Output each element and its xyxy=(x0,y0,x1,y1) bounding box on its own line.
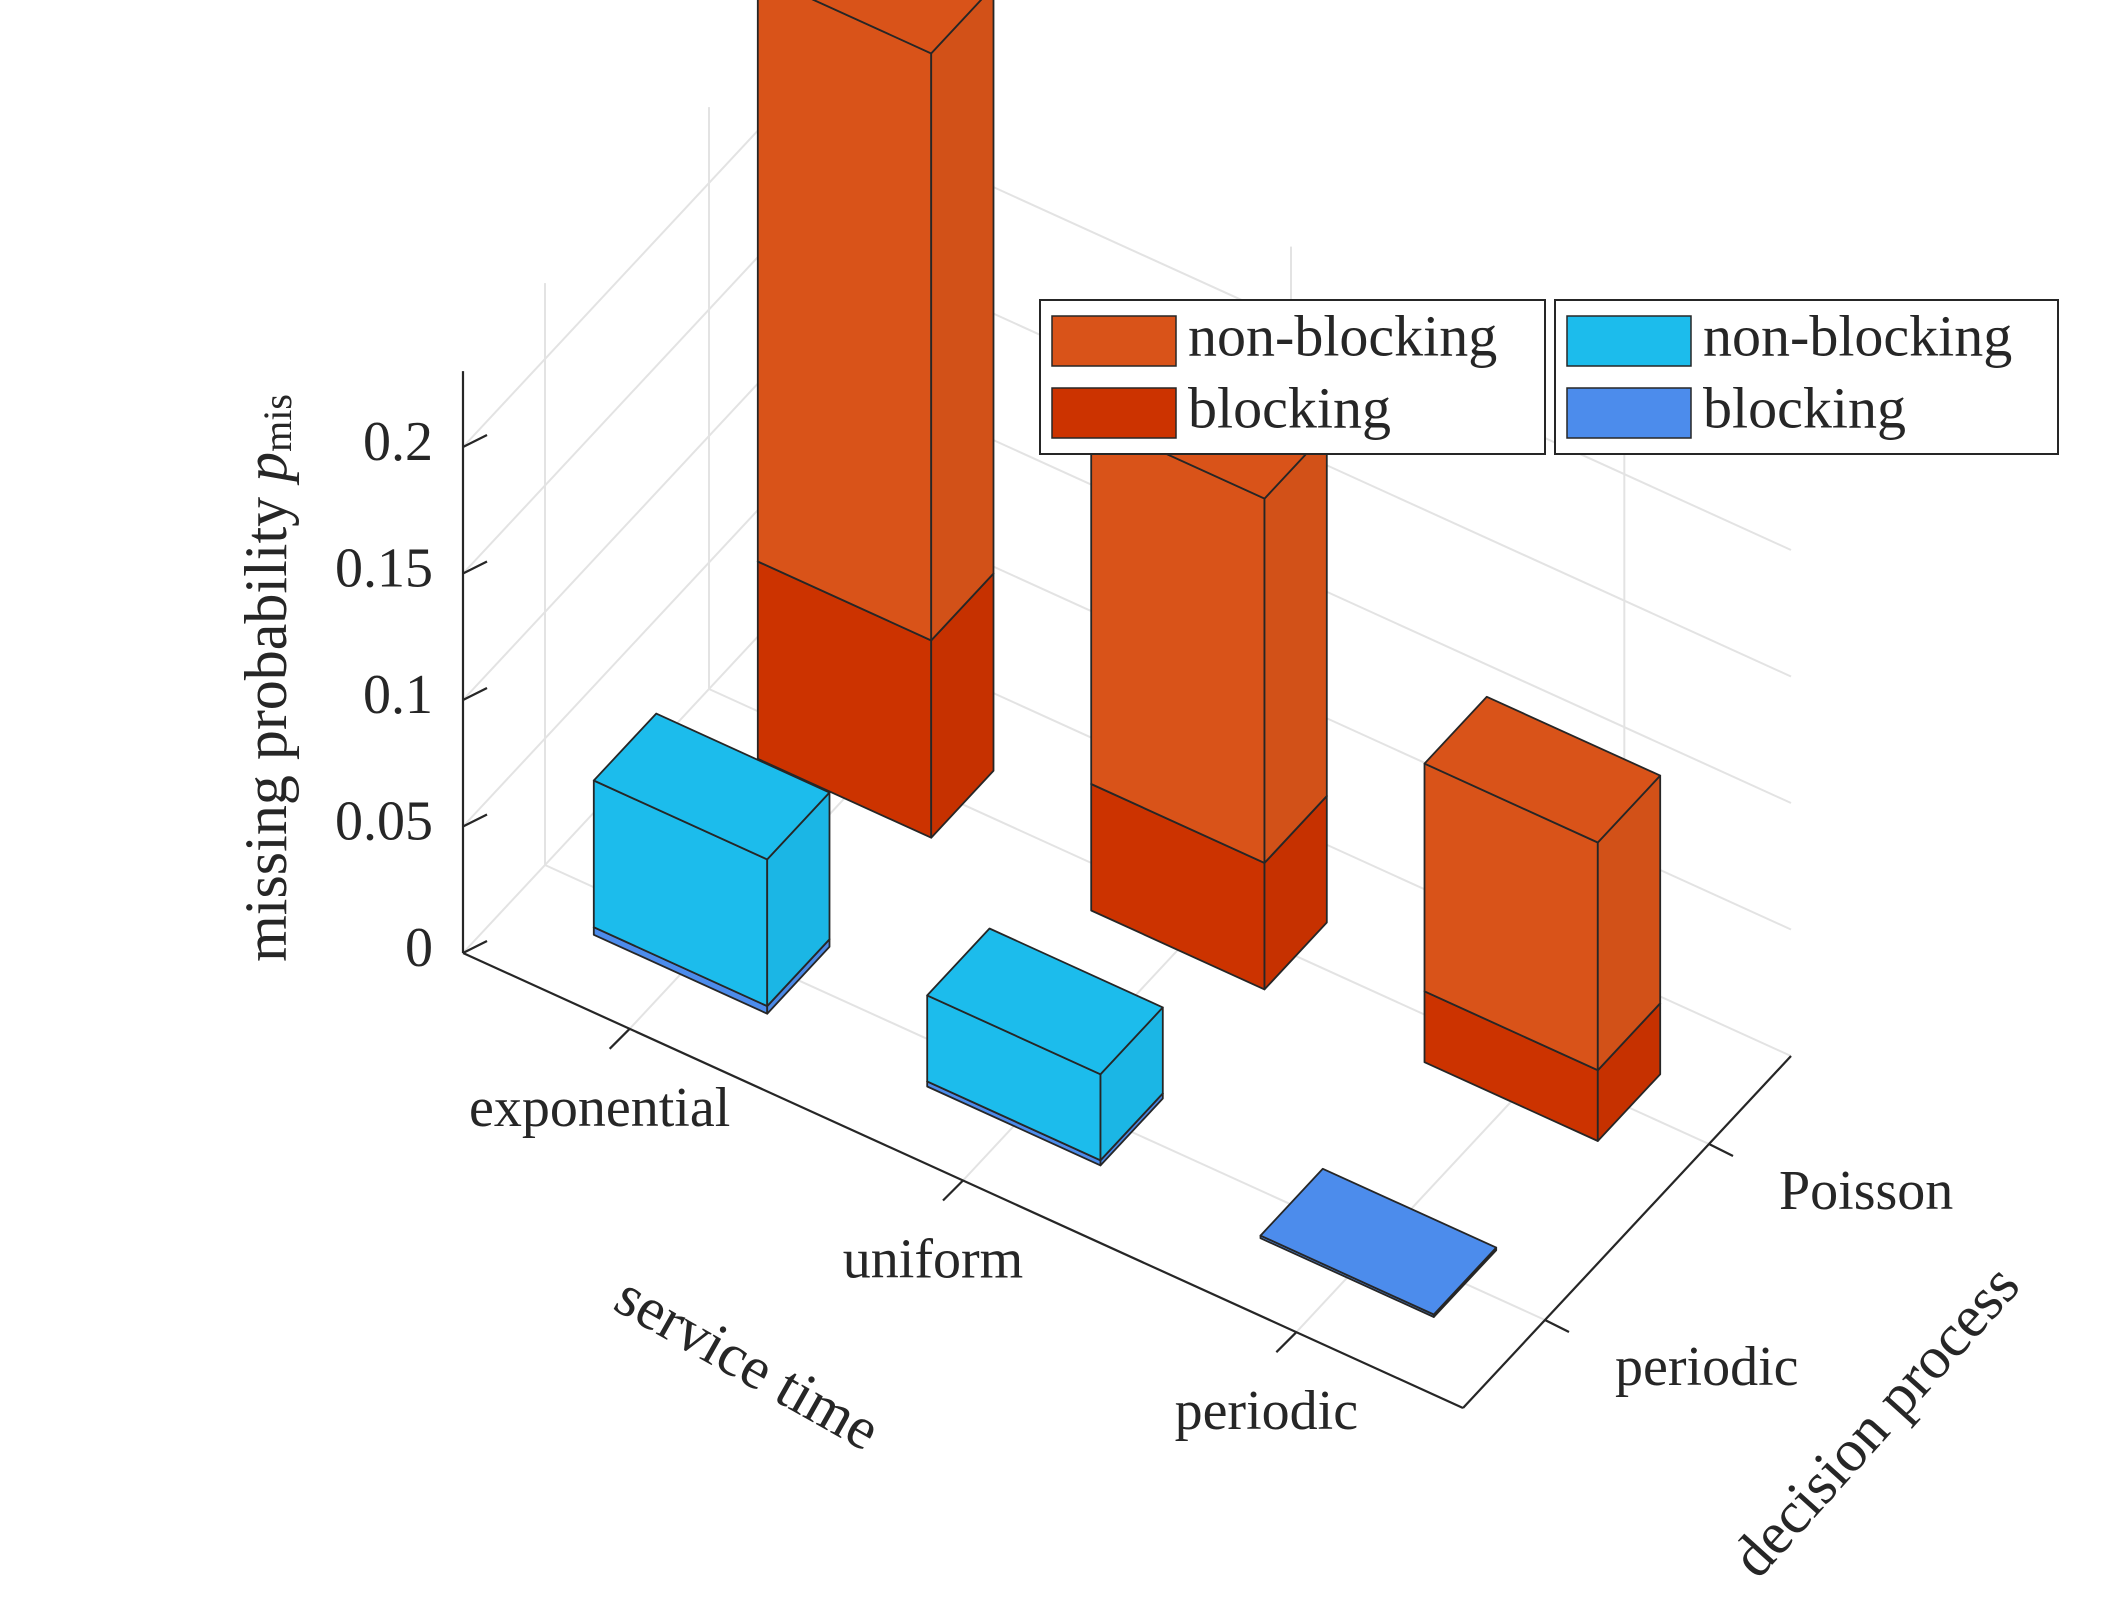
grid-line xyxy=(462,473,792,828)
y-axis-line xyxy=(1462,1055,1792,1409)
legend-swatch xyxy=(1051,315,1177,367)
bar-top-face xyxy=(592,712,831,861)
y-tick-label: Poisson xyxy=(1779,1160,1953,1222)
z-tick-label: 0.15 xyxy=(335,537,433,599)
x-tick-label: periodic xyxy=(1175,1380,1358,1442)
x-tick xyxy=(942,1179,964,1202)
bar-top-face xyxy=(811,0,983,55)
grid-line xyxy=(462,347,792,701)
axes xyxy=(461,371,1792,1410)
bar-segment xyxy=(1259,1167,1498,1318)
legend-swatch xyxy=(1051,387,1177,439)
z-tick xyxy=(462,687,488,701)
x-tick-label: exponential xyxy=(469,1077,730,1139)
z-axis-title-subscript: mis xyxy=(255,394,300,452)
z-tick xyxy=(462,560,488,575)
z-tick xyxy=(462,813,488,828)
bars xyxy=(592,0,1662,1318)
x-axis-title: service time xyxy=(605,1262,891,1463)
x-tick xyxy=(1275,1331,1298,1353)
x-tick xyxy=(608,1028,631,1050)
y-tick xyxy=(1708,1143,1734,1157)
legend-swatch xyxy=(1566,315,1692,367)
bar-segment xyxy=(592,712,831,1007)
bar-side-face xyxy=(1263,430,1328,864)
legend-label: non-blocking xyxy=(1188,303,1497,368)
grid-line xyxy=(462,220,792,575)
z-tick-label: 0.05 xyxy=(335,790,433,852)
bar-top-face xyxy=(1259,1167,1498,1316)
tick-labels: 0 0.05 0.1 0.15 0.2 exponential uniform periodi… xyxy=(335,411,1953,1442)
legend-box: non-blocking blocking xyxy=(1039,299,1546,455)
bar-front-face xyxy=(756,0,933,642)
bar-top-face xyxy=(1423,695,1662,844)
z-tick-label: 0.2 xyxy=(363,411,433,473)
z-tick-label: 0 xyxy=(405,917,433,979)
y-tick-label: periodic xyxy=(1615,1336,1798,1398)
z-axis-title-text: missing probability xyxy=(233,482,299,962)
y-axis-title: decision process xyxy=(1718,1252,2031,1590)
z-axis-title-symbol: p xyxy=(233,452,299,486)
x-tick-label: uniform xyxy=(843,1229,1023,1291)
bar-segment xyxy=(756,0,995,642)
z-tick xyxy=(462,434,488,448)
bar-segment xyxy=(926,927,1164,1162)
legend: non-blocking blocking non-blocking blocking xyxy=(1039,299,2059,455)
legend-label: blocking xyxy=(1188,375,1391,440)
bar-top-face xyxy=(926,927,1164,1076)
legend-swatch xyxy=(1566,387,1692,439)
grid-line xyxy=(462,94,792,448)
z-tick xyxy=(462,940,488,954)
y-tick xyxy=(1544,1319,1570,1333)
legend-label: blocking xyxy=(1703,375,1906,440)
z-tick-label: 0.1 xyxy=(363,664,433,726)
bar-segment xyxy=(1423,695,1662,1072)
legend-box: non-blocking blocking xyxy=(1554,299,2059,455)
bar-side-face xyxy=(930,0,995,642)
legend-label: non-blocking xyxy=(1703,303,2012,368)
z-axis-title: missing probability pmis xyxy=(233,394,300,962)
